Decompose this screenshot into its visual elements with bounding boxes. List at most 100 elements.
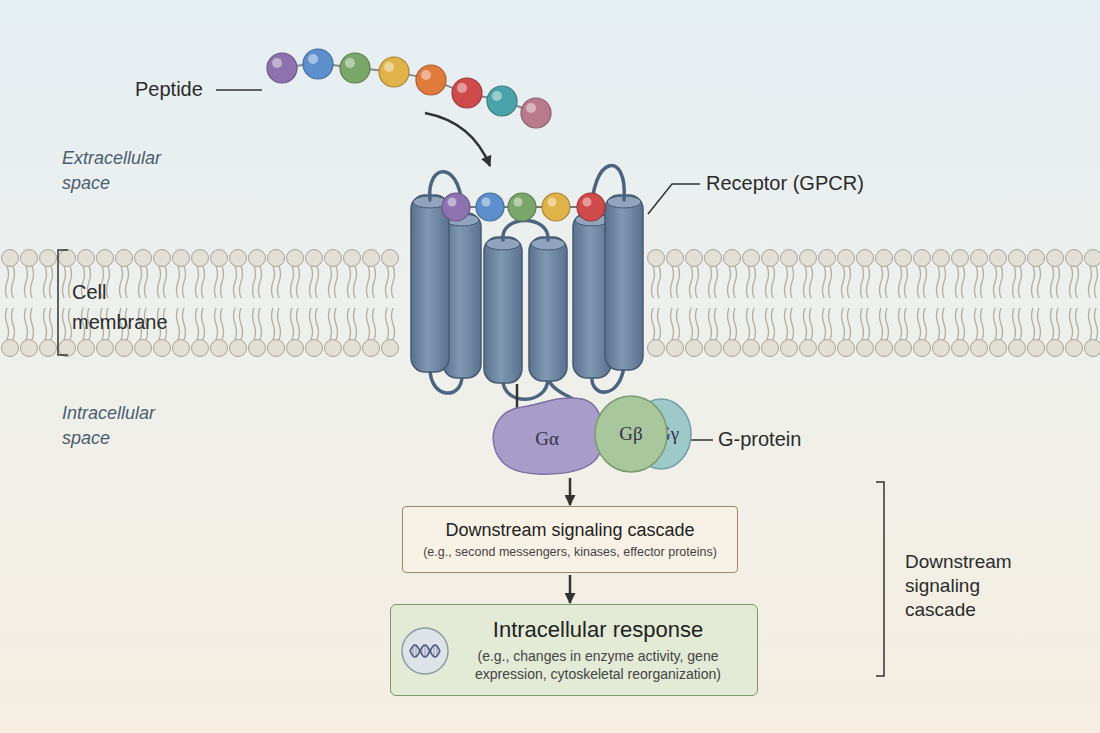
- lipid-tail: [1089, 308, 1092, 340]
- extracellular-loop: [503, 221, 548, 241]
- lipid-tail: [354, 266, 357, 298]
- receptor-illustration: [411, 166, 643, 404]
- lipid-head: [857, 340, 874, 357]
- lipid-head: [287, 250, 304, 267]
- lipid-head: [249, 340, 266, 357]
- lipid-head: [819, 250, 836, 267]
- lipid-tail: [861, 308, 864, 340]
- lipid-tail: [1019, 266, 1022, 298]
- lipid-tail: [386, 308, 389, 340]
- lipid-head: [325, 250, 342, 267]
- lipid-head: [287, 340, 304, 357]
- lipid-tail: [772, 266, 775, 298]
- amino-acid-bead: [487, 86, 517, 116]
- lipid-tail: [785, 308, 788, 340]
- lipid-tail: [25, 308, 28, 340]
- lipid-tail: [240, 266, 243, 298]
- lipid-tail: [728, 266, 731, 298]
- leader-line: [648, 184, 700, 214]
- lipid-head: [895, 250, 912, 267]
- lipid-tail: [696, 266, 699, 298]
- lipid-tail: [120, 266, 123, 298]
- lipid-head: [724, 340, 741, 357]
- lipid-tail: [50, 308, 53, 340]
- lipid-tail: [810, 308, 813, 340]
- lipid-tail: [177, 266, 180, 298]
- lipid-tail: [899, 266, 902, 298]
- lipid-tail: [177, 308, 180, 340]
- amino-acid-bead: [416, 65, 446, 95]
- lipid-head: [762, 250, 779, 267]
- lipid-head: [192, 250, 209, 267]
- lipid-tail: [196, 266, 199, 298]
- amino-acid-bead: [508, 193, 536, 221]
- dna-strand: [410, 645, 440, 657]
- lipid-head: [21, 340, 38, 357]
- lipid-head: [914, 250, 931, 267]
- lipid-head: [1066, 340, 1083, 357]
- lipid-tail: [715, 266, 718, 298]
- lipid-tail: [50, 266, 53, 298]
- lipid-tail: [335, 266, 338, 298]
- lipid-head: [1028, 250, 1045, 267]
- lipid-tail: [12, 266, 15, 298]
- lipid-tail: [316, 266, 319, 298]
- bead-highlight: [583, 198, 592, 207]
- lipid-head: [952, 250, 969, 267]
- bead-highlight: [272, 58, 282, 68]
- amino-acid-bead: [521, 98, 551, 128]
- lipid-head: [306, 340, 323, 357]
- lipid-tail: [848, 266, 851, 298]
- lipid-head: [857, 250, 874, 267]
- lipid-tail: [183, 308, 186, 340]
- lipid-tail: [278, 266, 281, 298]
- lipid-head: [648, 250, 665, 267]
- lipid-tail: [31, 308, 34, 340]
- flow-arrow: [569, 575, 572, 603]
- lipid-head: [1066, 250, 1083, 267]
- lipid-tail: [310, 308, 313, 340]
- leader-line: [216, 89, 262, 91]
- lipid-head: [781, 250, 798, 267]
- lipid-tail: [348, 308, 351, 340]
- lipid-tail: [31, 266, 34, 298]
- amino-acid-bead: [340, 53, 370, 83]
- lipid-head: [667, 340, 684, 357]
- dna-rung: [416, 645, 417, 656]
- lipid-tail: [880, 266, 883, 298]
- node-title: Gβ: [619, 423, 642, 445]
- lipid-tail: [677, 308, 680, 340]
- lipid-tail: [1070, 308, 1073, 340]
- lipid-tail: [658, 266, 661, 298]
- lipid-tail: [272, 308, 275, 340]
- lipid-tail: [196, 308, 199, 340]
- amino-acid-bead: [267, 53, 297, 83]
- lipid-head: [78, 250, 95, 267]
- lipid-head: [781, 340, 798, 357]
- dna-icon: [400, 626, 450, 676]
- amino-acid-bead: [379, 57, 409, 87]
- lipid-tail: [1013, 308, 1016, 340]
- flow-arrow: [569, 478, 572, 505]
- lipid-tail: [63, 308, 66, 340]
- lipid-tail: [671, 308, 674, 340]
- lipid-tail: [1038, 266, 1041, 298]
- lipid-tail: [1057, 308, 1060, 340]
- lipid-head: [971, 250, 988, 267]
- lipid-head: [1009, 250, 1026, 267]
- lipid-tail: [981, 266, 984, 298]
- lipid-tail: [690, 266, 693, 298]
- lipid-head: [173, 250, 190, 267]
- lipid-tail: [1076, 308, 1079, 340]
- lipid-head: [363, 250, 380, 267]
- lipid-head: [1085, 340, 1100, 357]
- lipid-head: [648, 340, 665, 357]
- bead-highlight: [482, 198, 491, 207]
- lipid-head: [1009, 340, 1026, 357]
- node-title: Intracellular response: [493, 617, 703, 643]
- lipid-tail: [278, 308, 281, 340]
- lipid-tail: [734, 266, 737, 298]
- lipid-tail: [145, 266, 148, 298]
- lipid-head: [876, 250, 893, 267]
